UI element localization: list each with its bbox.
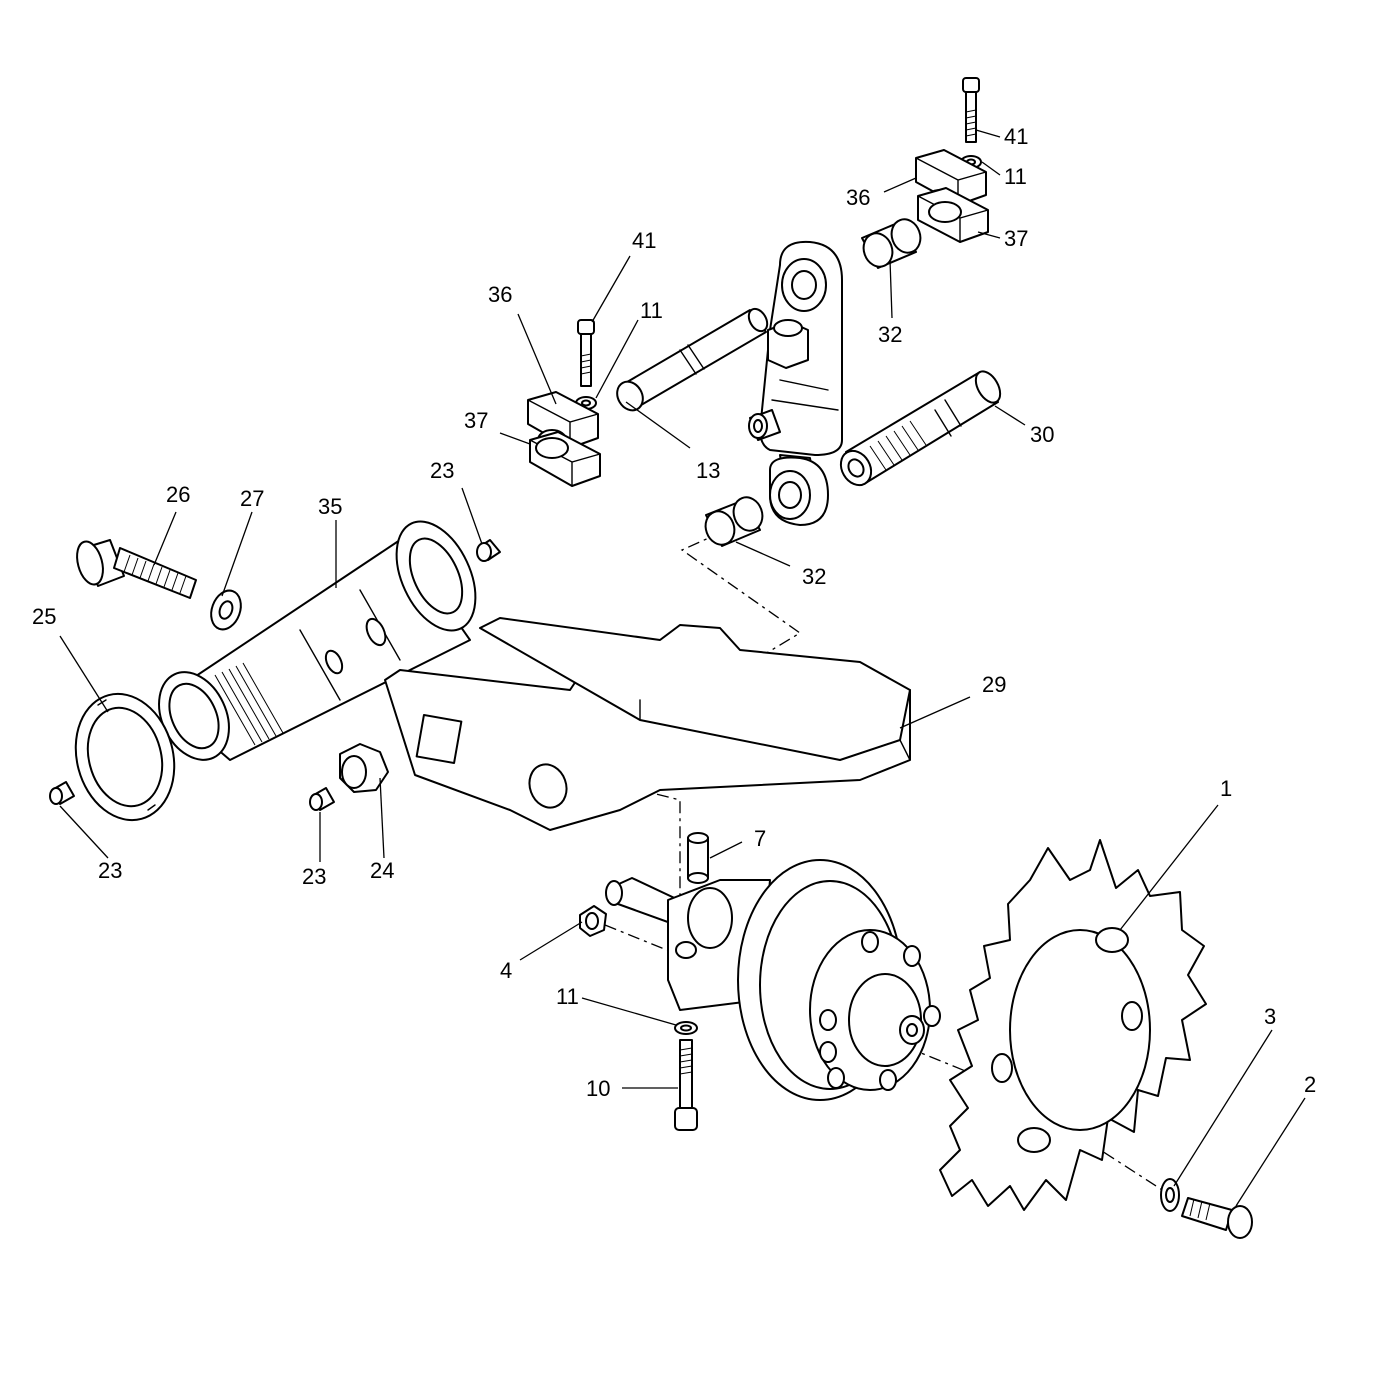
part-7-dowel-pin	[687, 832, 709, 884]
callout-23-top: 23	[430, 458, 454, 483]
part-37-clamp-lower-right	[917, 187, 989, 243]
hydraulic-cylinder	[748, 240, 843, 526]
callout-23-middle: 23	[302, 864, 326, 889]
part-4-nut	[579, 905, 607, 937]
part-2-bolt	[1181, 1197, 1253, 1239]
callout-35: 35	[318, 494, 342, 519]
callout-41-top: 41	[1004, 124, 1028, 149]
callout-30: 30	[1030, 422, 1054, 447]
callout-25: 25	[32, 604, 56, 629]
callout-11-hub: 11	[556, 984, 579, 1009]
part-10-bolt	[674, 1039, 698, 1131]
callout-1: 1	[1220, 776, 1232, 801]
callout-23-left: 23	[98, 858, 122, 883]
callout-10: 10	[586, 1076, 610, 1101]
part-35-tube	[158, 520, 477, 761]
callout-37-top: 37	[1004, 226, 1028, 251]
hub-bolts	[819, 931, 941, 1091]
part-1-sprocket	[939, 839, 1207, 1211]
callout-37-left: 37	[464, 408, 488, 433]
part-23-grease-nipple-middle	[309, 787, 335, 811]
part-24-nut	[339, 743, 389, 793]
callout-24: 24	[370, 858, 394, 883]
callout-26: 26	[166, 482, 190, 507]
part-27-washer	[210, 589, 242, 631]
part-26-bolt	[76, 539, 197, 599]
part-29-arm	[384, 617, 911, 831]
part-13-pin	[616, 307, 769, 412]
callout-11-left: 11	[640, 298, 663, 323]
callout-41-left: 41	[632, 228, 656, 253]
callout-32-top: 32	[878, 322, 902, 347]
part-32-bushing-lower	[704, 496, 764, 547]
part-41-bolt-left	[577, 319, 595, 387]
callout-3: 3	[1264, 1004, 1276, 1029]
callout-36-left: 36	[488, 282, 512, 307]
callout-labels: 41 11 36 37 32 41 36 11 37 13 30 23 26 2…	[32, 124, 1316, 1101]
callout-2: 2	[1304, 1072, 1316, 1097]
part-25-ring-nut	[74, 692, 176, 822]
part-30-threaded-pin	[839, 370, 1002, 487]
part-3-washer	[1160, 1178, 1180, 1212]
part-37-clamp-lower-left	[529, 431, 601, 487]
callout-7: 7	[754, 826, 766, 851]
part-32-bushing-upper	[861, 218, 922, 269]
callout-32-bottom: 32	[802, 564, 826, 589]
callout-27: 27	[240, 486, 264, 511]
callout-29: 29	[982, 672, 1006, 697]
part-11-washer-hub	[674, 1021, 698, 1035]
callout-4: 4	[500, 958, 512, 983]
leader-lines	[59, 129, 1306, 1207]
callout-13: 13	[696, 458, 720, 483]
callout-36-top: 36	[846, 185, 870, 210]
hub-assembly	[605, 859, 941, 1101]
part-23-grease-nipple-left	[49, 781, 75, 805]
callout-11-top: 11	[1004, 164, 1027, 189]
part-41-bolt-top-right	[962, 77, 980, 143]
part-23-grease-nipple-top	[476, 539, 501, 562]
